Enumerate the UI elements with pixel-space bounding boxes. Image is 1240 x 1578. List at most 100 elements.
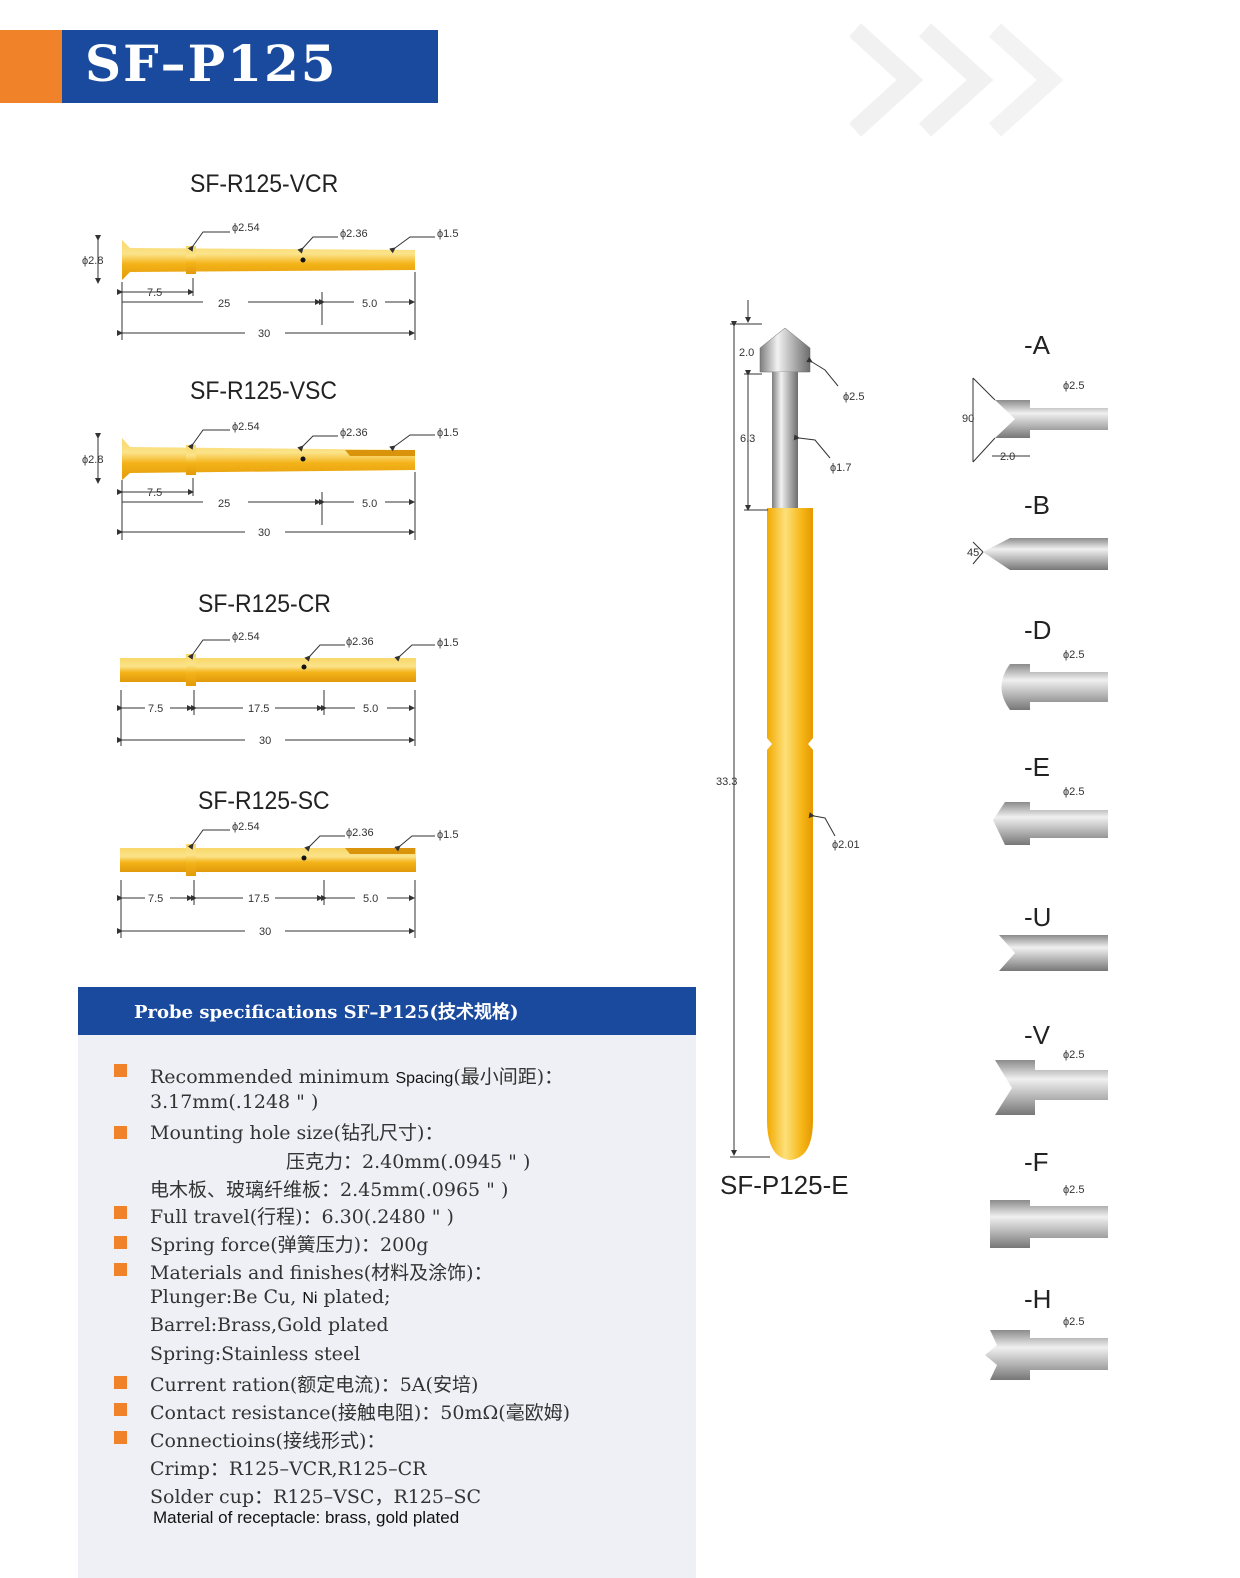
spec-barrel: Barrel:Brass,Gold plated — [150, 1314, 389, 1336]
vsc-flange-dia: ϕ2.8 — [82, 454, 103, 466]
tip-label-f: -F — [1024, 1147, 1049, 1177]
cr-dim-b: 17.5 — [248, 703, 269, 715]
vsc-dim-a: 7.5 — [147, 487, 162, 499]
tip-label-h: -H — [1024, 1284, 1052, 1314]
tip-f-shape — [990, 1200, 1108, 1248]
spec-spring: Spring:Stainless steel — [150, 1343, 361, 1365]
probe-name: SF-P125-E — [720, 1170, 849, 1200]
variant-vcr-title: SF-R125-VCR — [190, 170, 339, 198]
bullet-icon — [114, 1431, 127, 1444]
vcr-dim-a: 7.5 — [147, 287, 162, 299]
sc-dim-a: 7.5 — [148, 893, 163, 905]
cr-dia-small: ϕ1.5 — [437, 637, 458, 649]
probe-drawing: 2.0 ϕ2.5 6.3 ϕ1.7 33.3 ϕ2.01 — [716, 300, 864, 1160]
vsc-dim-total: 30 — [258, 527, 270, 539]
sc-dim-c: 5.0 — [363, 893, 378, 905]
tip-a-shape — [972, 377, 1108, 463]
vcr-dia-big: ϕ2.54 — [232, 222, 260, 234]
spec-current: Current ration(额定电流)：5A(安培) — [150, 1374, 479, 1396]
receptacle-material-note: Material of receptacle: brass, gold plat… — [153, 1508, 460, 1527]
tip-label-u: -U — [1024, 902, 1052, 932]
vcr-dia-small: ϕ1.5 — [437, 228, 458, 240]
probe-plunger-length: 6.3 — [740, 433, 755, 445]
tip-h-dia: ϕ2.5 — [1063, 1316, 1084, 1328]
spec-crimp: Crimp：R125–VCR,R125–CR — [150, 1458, 427, 1480]
bullet-icon — [114, 1236, 127, 1249]
tip-d-dia: ϕ2.5 — [1063, 649, 1084, 661]
chevron-decoration-icon — [850, 23, 1064, 137]
spec-title: Probe specifications SF–P125(技术规格) — [134, 1002, 519, 1023]
sc-dia-small: ϕ1.5 — [437, 829, 458, 841]
vcr-dim-b: 25 — [218, 298, 230, 310]
vsc-dia-small: ϕ1.5 — [437, 427, 458, 439]
vcr-dim-total: 30 — [258, 328, 270, 340]
tip-label-b: -B — [1024, 490, 1050, 520]
spec-mount: Mounting hole size(钻孔尺寸)： — [150, 1122, 444, 1144]
tip-e-dia: ϕ2.5 — [1063, 786, 1084, 798]
variant-sc-drawing — [117, 829, 435, 938]
cr-dia-mid: ϕ2.36 — [346, 636, 374, 648]
vcr-dim-c: 5.0 — [362, 298, 377, 310]
variant-cr-title: SF-R125-CR — [198, 590, 331, 618]
tip-d-shape — [1001, 664, 1108, 710]
tip-h-shape — [985, 1330, 1108, 1380]
tip-styles: ϕ2.5 90 2.0 45 ϕ2.5 ϕ2.5 ϕ2.5 ϕ2.5 ϕ2.5 — [962, 377, 1108, 1380]
sc-dia-mid: ϕ2.36 — [346, 827, 374, 839]
spec-panel — [78, 987, 696, 1578]
spec-force: Spring force(弹簧压力)：200g — [150, 1234, 429, 1256]
spec-travel: Full travel(行程)：6.30(.2480 " ) — [150, 1206, 454, 1228]
tip-label-v: -V — [1024, 1020, 1050, 1050]
header-accent-bar — [0, 30, 62, 103]
variant-vsc-drawing — [95, 429, 435, 540]
tip-v-shape — [995, 1060, 1108, 1115]
vcr-dia-mid: ϕ2.36 — [340, 228, 368, 240]
tip-u-shape — [999, 935, 1108, 971]
tip-a-dia: ϕ2.5 — [1063, 380, 1084, 392]
vsc-dia-big: ϕ2.54 — [232, 421, 260, 433]
spec-mount-board: 电木板、玻璃纤维板：2.45mm(.0965 " ) — [150, 1179, 509, 1201]
sc-dim-b: 17.5 — [248, 893, 269, 905]
receptacle-drawings: ϕ2.54 ϕ2.36 ϕ1.5 ϕ2.8 7.5 25 5.0 30 ϕ2.5… — [82, 222, 458, 938]
tip-b-angle: 45 — [967, 547, 979, 559]
spec-header-bar — [78, 987, 696, 1035]
vsc-dim-b: 25 — [218, 498, 230, 510]
tip-a-angle: 90 — [962, 413, 974, 425]
bullet-icon — [114, 1263, 127, 1276]
bullet-icon — [114, 1064, 127, 1077]
tip-e-shape — [993, 802, 1108, 845]
cr-dim-c: 5.0 — [363, 703, 378, 715]
spec-spacing-value: 3.17mm(.1248 " ) — [150, 1091, 319, 1113]
tip-label-a: -A — [1024, 330, 1050, 360]
spec-mount-acrylic: 压克力：2.40mm(.0945 " ) — [286, 1151, 531, 1173]
variant-sc-title: SF-R125-SC — [198, 787, 330, 815]
tip-label-d: -D — [1024, 615, 1052, 645]
cr-dim-total: 30 — [259, 735, 271, 747]
header-title-bar — [62, 30, 438, 103]
spec-solder: Solder cup：R125–VSC，R125–SC — [150, 1486, 482, 1508]
page-title: SF–P125 — [85, 34, 338, 93]
tip-f-dia: ϕ2.5 — [1063, 1184, 1084, 1196]
variant-vsc-title: SF-R125-VSC — [190, 377, 337, 405]
tip-b-shape — [972, 538, 1108, 570]
spec-connections: Connectioins(接线形式)： — [150, 1430, 386, 1452]
vsc-dia-mid: ϕ2.36 — [340, 427, 368, 439]
tip-a-len: 2.0 — [1000, 451, 1015, 463]
variant-vcr-drawing — [95, 231, 435, 340]
sc-dia-big: ϕ2.54 — [232, 821, 260, 833]
bullet-icon — [114, 1403, 127, 1416]
probe-barrel-dia: ϕ2.01 — [832, 839, 860, 851]
cr-dim-a: 7.5 — [148, 703, 163, 715]
tip-v-dia: ϕ2.5 — [1063, 1049, 1084, 1061]
bullet-icon — [114, 1206, 127, 1219]
probe-total-length: 33.3 — [716, 776, 737, 788]
spec-materials: Materials and finishes(材料及涂饰)： — [150, 1262, 493, 1284]
spec-resistance: Contact resistance(接触电阻)：50mΩ(毫欧姆) — [150, 1402, 571, 1424]
probe-tip-dia: ϕ2.5 — [843, 391, 864, 403]
probe-tip-length: 2.0 — [739, 347, 754, 359]
probe-plunger-dia: ϕ1.7 — [830, 462, 851, 474]
vcr-flange-dia: ϕ2.8 — [82, 255, 103, 267]
spec-spacing: Recommended minimum Spacing(最小间距)： — [150, 1066, 564, 1088]
sc-dim-total: 30 — [259, 926, 271, 938]
vsc-dim-c: 5.0 — [362, 498, 377, 510]
variant-cr-drawing — [117, 639, 435, 746]
